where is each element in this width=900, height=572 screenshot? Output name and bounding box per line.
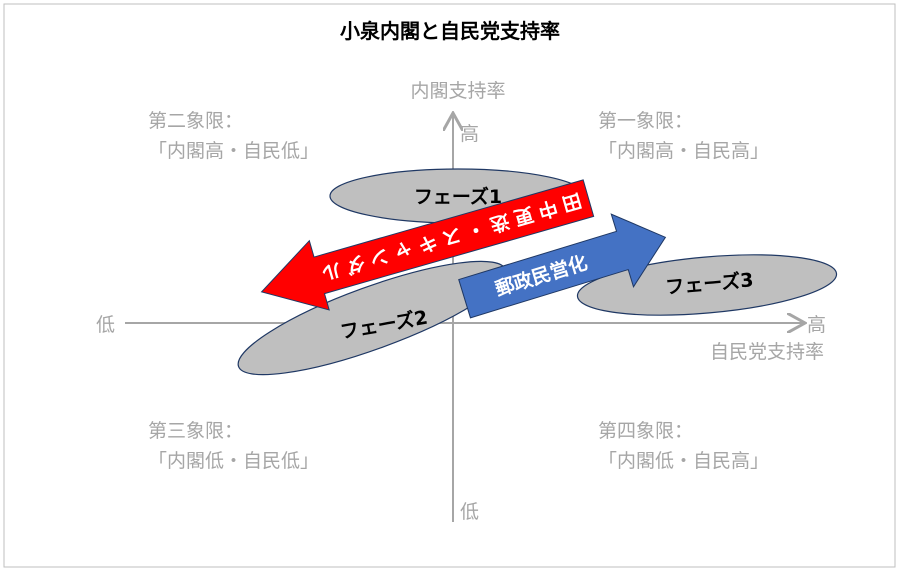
diagram-title: 小泉内閣と自民党支持率 [340,19,560,43]
y-low-label: 低 [460,501,479,523]
phase-1-label: フェーズ1 [414,185,502,208]
x-low-label: 低 [96,314,115,336]
x-high-label: 高 [807,314,826,336]
quadrant-3-desc: 「内閣低・自民低」 [148,450,319,472]
y-high-label: 高 [460,123,479,145]
quadrant-2-desc: 「内閣高・自民低」 [148,140,319,162]
quadrant-4-name: 第四象限： [598,420,693,442]
x-axis-label: 自民党支持率 [710,341,824,363]
quadrant-1-name: 第一象限： [598,110,693,132]
y-axis-label: 内閣支持率 [410,80,505,102]
quadrant-1-desc: 「内閣高・自民高」 [598,140,769,162]
quadrant-4-desc: 「内閣低・自民高」 [598,450,769,472]
quadrant-2-name: 第二象限： [148,110,243,132]
quadrant-3-name: 第三象限： [148,420,243,442]
